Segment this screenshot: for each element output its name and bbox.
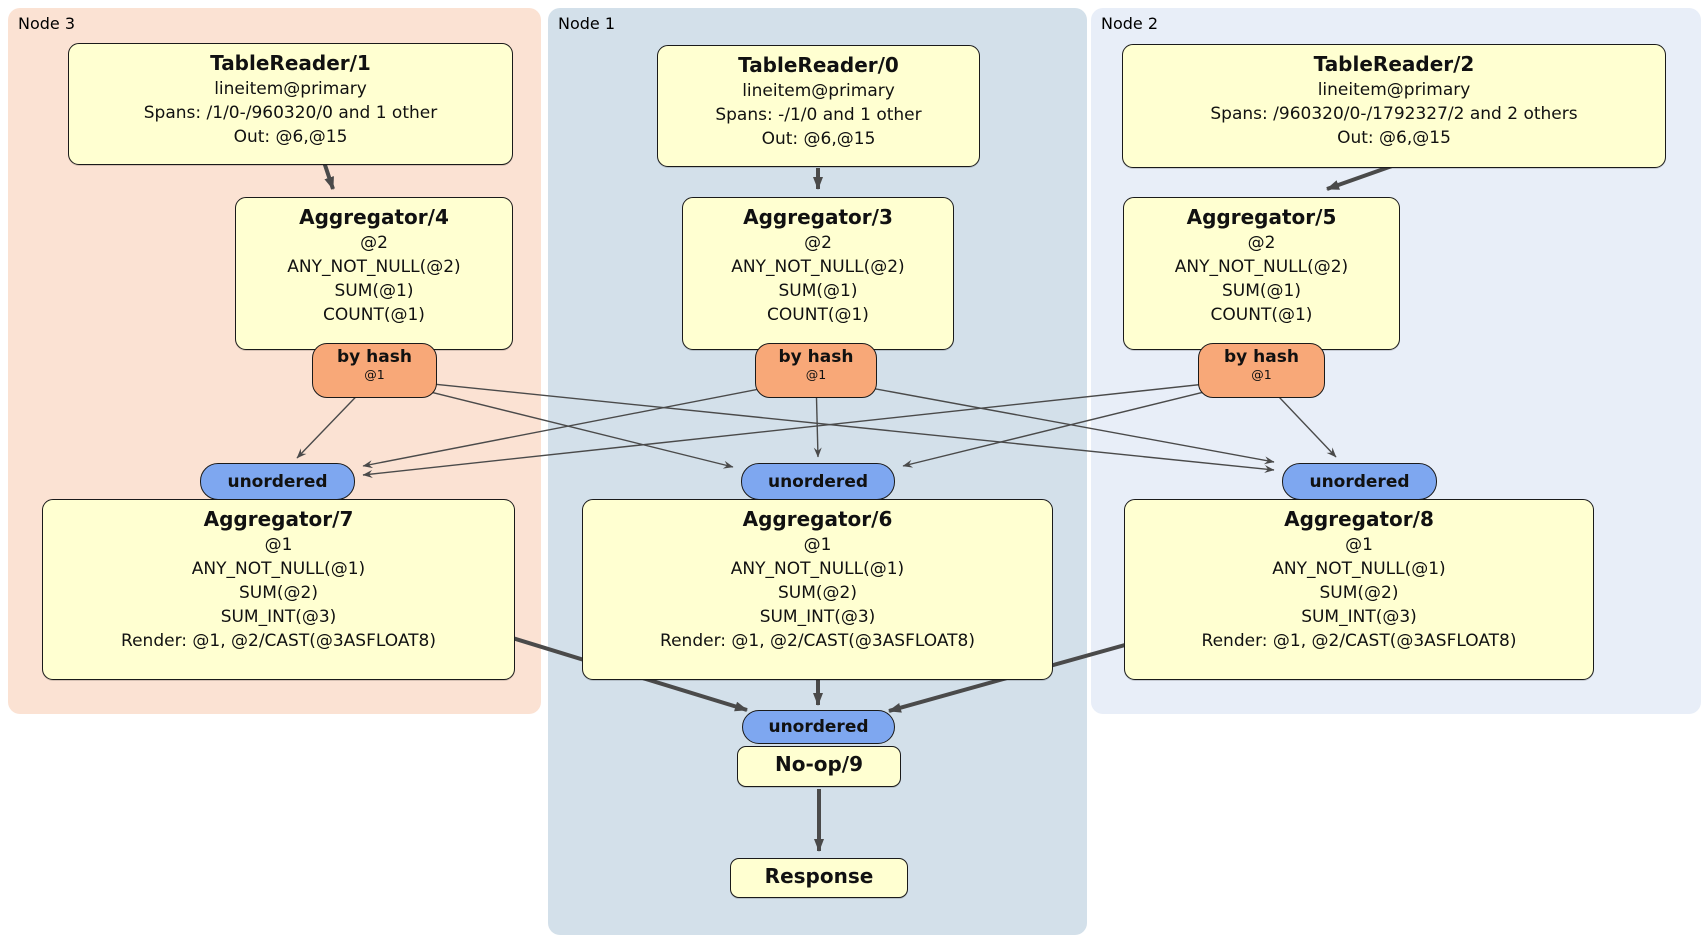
processor-detail: SUM(@1) — [778, 281, 858, 301]
processor-detail: SUM(@2) — [1319, 583, 1399, 603]
router-by-hash-node3: by hash @1 — [312, 343, 437, 398]
sync-label: unordered — [768, 717, 869, 737]
router-label: by hash — [778, 347, 854, 367]
processor-detail: lineitem@primary — [1317, 80, 1471, 100]
edge-hash2-u7 — [362, 377, 1262, 478]
processor-detail: @1 — [1345, 535, 1373, 555]
processor-aggregator-5: Aggregator/5 @2 ANY_NOT_NULL(@2) SUM(@1)… — [1123, 197, 1400, 350]
region-node3-label: Node 3 — [18, 14, 76, 33]
router-label: by hash — [337, 347, 412, 367]
processor-aggregator-4: Aggregator/4 @2 ANY_NOT_NULL(@2) SUM(@1)… — [235, 197, 513, 350]
processor-detail: SUM(@2) — [778, 583, 857, 603]
processor-aggregator-8: Aggregator/8 @1 ANY_NOT_NULL(@1) SUM(@2)… — [1124, 499, 1594, 680]
processor-detail: ANY_NOT_NULL(@1) — [191, 559, 366, 579]
region-node1-label: Node 1 — [558, 14, 616, 33]
processor-detail: @2 — [360, 233, 388, 253]
processor-detail: COUNT(@1) — [767, 305, 869, 325]
processor-title: TableReader/1 — [210, 51, 371, 75]
router-by-hash-node2: by hash @1 — [1198, 343, 1325, 398]
sync-label: unordered — [1309, 471, 1410, 492]
sync-label: unordered — [767, 471, 869, 492]
processor-noop-9: No-op/9 — [737, 746, 901, 787]
processor-detail: lineitem@primary — [742, 81, 895, 101]
processor-detail: COUNT(@1) — [323, 305, 425, 325]
processor-response: Response — [730, 858, 908, 898]
processor-detail: SUM_INT(@3) — [220, 607, 337, 627]
router-label: by hash — [1224, 347, 1299, 367]
processor-title: Response — [764, 864, 874, 888]
sync-unordered-agg8: unordered — [1282, 463, 1437, 500]
processor-detail: Render: @1, @2/CAST(@3ASFLOAT8) — [121, 631, 436, 651]
processor-detail: Spans: -/1/0 and 1 other — [715, 105, 922, 125]
processor-title: Aggregator/3 — [743, 205, 893, 229]
processor-detail: ANY_NOT_NULL(@2) — [1174, 257, 1349, 277]
processor-title: Aggregator/8 — [1284, 507, 1434, 531]
edge-tr2-agg5 — [1326, 164, 1393, 191]
processor-aggregator-3: Aggregator/3 @2 ANY_NOT_NULL(@2) SUM(@1)… — [682, 197, 954, 350]
processor-title: Aggregator/5 — [1186, 205, 1337, 229]
processor-detail: Render: @1, @2/CAST(@3ASFLOAT8) — [660, 631, 975, 651]
processor-detail: SUM_INT(@3) — [1301, 607, 1417, 627]
processor-title: TableReader/0 — [738, 53, 899, 77]
processor-detail: SUM_INT(@3) — [759, 607, 876, 627]
processor-detail: ANY_NOT_NULL(@2) — [731, 257, 905, 277]
processor-detail: ANY_NOT_NULL(@1) — [1272, 559, 1446, 579]
processor-detail: @2 — [804, 233, 832, 253]
processor-detail: COUNT(@1) — [1210, 305, 1313, 325]
processor-detail: SUM(@2) — [239, 583, 318, 603]
edge-hash1-u7 — [362, 377, 817, 469]
processor-detail: @1 — [803, 535, 832, 555]
router-by-hash-node1: by hash @1 — [755, 343, 877, 398]
sync-label: unordered — [227, 471, 328, 492]
processor-tablereader-1: TableReader/1 lineitem@primary Spans: /1… — [68, 43, 513, 165]
processor-title: No-op/9 — [774, 752, 864, 776]
processor-detail: SUM(@1) — [1222, 281, 1301, 301]
processor-detail: Spans: /960320/0-/1792327/2 and 2 others — [1210, 104, 1578, 124]
processor-detail: ANY_NOT_NULL(@1) — [730, 559, 905, 579]
sync-unordered-agg6: unordered — [741, 463, 895, 500]
processor-aggregator-6: Aggregator/6 @1 ANY_NOT_NULL(@1) SUM(@2)… — [582, 499, 1053, 680]
sync-unordered-noop9: unordered — [742, 710, 895, 744]
router-columns: @1 — [364, 367, 385, 382]
processor-title: Aggregator/4 — [299, 205, 449, 229]
processor-title: TableReader/2 — [1313, 52, 1475, 76]
sync-unordered-agg7: unordered — [200, 463, 355, 500]
edge-hash3-u6 — [373, 377, 734, 469]
processor-detail: Render: @1, @2/CAST(@3ASFLOAT8) — [1201, 631, 1517, 651]
processor-tablereader-0: TableReader/0 lineitem@primary Spans: -/… — [657, 45, 980, 167]
edge-hash1-u8 — [815, 377, 1275, 465]
processor-detail: SUM(@1) — [334, 281, 414, 301]
processor-tablereader-2: TableReader/2 lineitem@primary Spans: /9… — [1122, 44, 1666, 168]
processor-detail: Out: @6,@15 — [761, 129, 876, 149]
region-node2-label: Node 2 — [1101, 14, 1159, 33]
router-columns: @1 — [1251, 367, 1272, 382]
processor-title: Aggregator/7 — [203, 507, 354, 531]
processor-detail: Out: @6,@15 — [1337, 128, 1451, 148]
processor-detail: @2 — [1247, 233, 1276, 253]
processor-detail: Out: @6,@15 — [233, 127, 348, 147]
router-columns: @1 — [805, 367, 827, 382]
edge-hash3-u8 — [373, 377, 1275, 474]
processor-detail: Spans: /1/0-/960320/0 and 1 other — [143, 103, 438, 123]
processor-detail: ANY_NOT_NULL(@2) — [287, 257, 461, 277]
processor-detail: @1 — [264, 535, 293, 555]
processor-title: Aggregator/6 — [742, 507, 893, 531]
processor-aggregator-7: Aggregator/7 @1 ANY_NOT_NULL(@1) SUM(@2)… — [42, 499, 515, 680]
processor-detail: lineitem@primary — [214, 79, 367, 99]
